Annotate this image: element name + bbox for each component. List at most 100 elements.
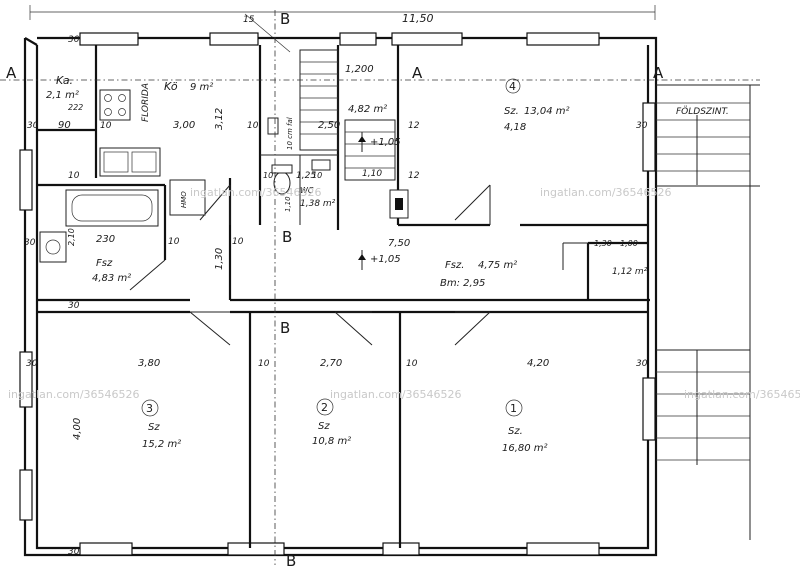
dim-750: 7,50 <box>388 238 410 249</box>
dim-210: 2,10 <box>67 228 76 246</box>
section-mark-b-top: B <box>280 10 290 28</box>
dim-380: 3,80 <box>138 358 160 369</box>
dim-420: 4,20 <box>527 358 549 369</box>
dim-10-hall: 10 <box>232 237 244 247</box>
ground-level-label: FÖLDSZINT. <box>676 106 729 117</box>
dim-30-left: 30 <box>27 121 39 131</box>
section-lines <box>0 10 760 565</box>
kamra-name: Ka. <box>56 74 73 87</box>
watermark-right: ingatlan.com/36546526 <box>684 388 800 401</box>
dim-230: 230 <box>96 234 115 245</box>
bath-area: 4,83 m² <box>92 273 131 284</box>
dim-overall-width: 11,50 <box>402 12 434 25</box>
kitchen-sink <box>99 147 161 177</box>
dim-312: 3,12 <box>214 108 225 130</box>
room3-number: 3 <box>146 402 153 415</box>
dim-300: 3,00 <box>173 120 195 131</box>
dim-10cm-wall: 10 cm fal <box>286 117 294 150</box>
bath-fixture-label: HMO <box>180 191 188 208</box>
dim-30-kamra: 30 <box>68 35 80 45</box>
dim-100-closet: 1,00 <box>620 239 638 248</box>
dim-30-room1: 30 <box>636 359 648 369</box>
room2-name: Sz <box>318 421 330 432</box>
watermark-left: ingatlan.com/36546526 <box>8 388 140 401</box>
wc-area: 1,38 m² <box>300 199 336 209</box>
wc-name: WC <box>300 186 314 195</box>
hall-bm: Bm: 2,95 <box>440 278 485 289</box>
dim-30-bottom: 30 <box>68 547 80 557</box>
dim-270: 2,70 <box>320 358 342 369</box>
dim-400: 4,00 <box>72 418 83 440</box>
hall-area: 4,75 m² <box>478 260 517 271</box>
section-mark-b-upper: B <box>282 228 292 246</box>
room1-name: Sz. <box>508 426 523 437</box>
dim-10-kitchen: 10 <box>100 121 112 131</box>
dim-10-room1: 10 <box>406 359 418 369</box>
entrance-stairs <box>656 84 760 540</box>
room4-height: 4,18 <box>504 122 526 133</box>
level-stair-label: +1,05 <box>370 137 401 148</box>
room1-number: 1 <box>510 402 517 415</box>
watermark-center: ingatlan.com/36546526 <box>330 388 462 401</box>
kitchen-area: 9 m² <box>190 82 213 93</box>
room4-number: 4 <box>509 80 516 93</box>
bath-name: Fsz <box>96 258 113 269</box>
watermark-upper: ingatlan.com/36546526 <box>190 186 322 199</box>
overall-dimension-line <box>29 5 656 53</box>
room4-name: Sz. <box>504 106 519 117</box>
room2-area: 10,8 m² <box>312 436 351 447</box>
section-mark-a-left: A <box>6 64 17 82</box>
dim-30-room3: 30 <box>26 359 38 369</box>
dim-130-hall: 1,30 <box>214 248 225 270</box>
kitchen-stove <box>99 89 131 121</box>
room4-area: 13,04 m² <box>524 106 570 117</box>
level-marker-hall <box>358 250 366 270</box>
room4-number-circle <box>505 78 521 94</box>
dim-top-15: 15 <box>243 15 255 25</box>
dim-130-closet: 1,30 <box>594 239 612 248</box>
interior-walls <box>37 45 650 548</box>
kamra-area: 2,1 m² <box>46 90 79 101</box>
dim-30-bath: 30 <box>24 238 36 248</box>
room2-number: 2 <box>321 401 328 414</box>
kitchen-name: Kö <box>164 80 178 93</box>
dim-250: 2,50 <box>318 120 340 131</box>
bathroom-sink <box>39 231 67 263</box>
watermark-upper-right: ingatlan.com/36546526 <box>540 186 672 199</box>
dim-30-room4: 30 <box>636 121 648 131</box>
wc-toilet <box>267 117 331 195</box>
staircase <box>299 49 409 219</box>
dim-12-a: 12 <box>408 121 420 131</box>
kitchen-fridge <box>169 179 206 216</box>
dim-30-hall-left: 30 <box>68 301 80 311</box>
dim-10-wc-left: 10 <box>263 171 273 180</box>
dim-90: 90 <box>58 120 71 131</box>
section-mark-a-right: A <box>653 64 664 82</box>
closet-area: 1,12 m² <box>612 267 648 277</box>
room3-number-circle <box>141 399 159 417</box>
dim-222: 222 <box>68 103 83 112</box>
stair-small-area: 4,82 m² <box>348 104 387 115</box>
section-mark-a-mid: A <box>412 64 423 82</box>
dim-10-kitchen-low: 10 <box>68 171 80 181</box>
room2-number-circle <box>316 398 334 416</box>
room3-area: 15,2 m² <box>142 439 181 450</box>
dim-10-stair: 10 <box>247 121 259 131</box>
bathtub <box>65 189 159 227</box>
dim-10-wc: 10 <box>312 171 322 180</box>
kitchen-florida-label: FLORIDA <box>141 83 151 122</box>
level-marker-stair <box>358 132 366 152</box>
room1-number-circle <box>505 399 523 417</box>
dim-10-room2: 10 <box>258 359 270 369</box>
hall-name: Fsz. <box>445 260 464 271</box>
windows <box>19 32 656 556</box>
dim-12-b: 12 <box>408 171 420 181</box>
section-mark-b-lower: B <box>280 319 290 337</box>
dim-125: 1,25 <box>296 171 316 181</box>
dim-1200: 1,200 <box>345 64 374 75</box>
room1-area: 16,80 m² <box>502 443 548 454</box>
section-mark-b-bottom: B <box>286 552 296 569</box>
dim-10-bath: 10 <box>168 237 180 247</box>
room3-name: Sz <box>148 422 160 433</box>
